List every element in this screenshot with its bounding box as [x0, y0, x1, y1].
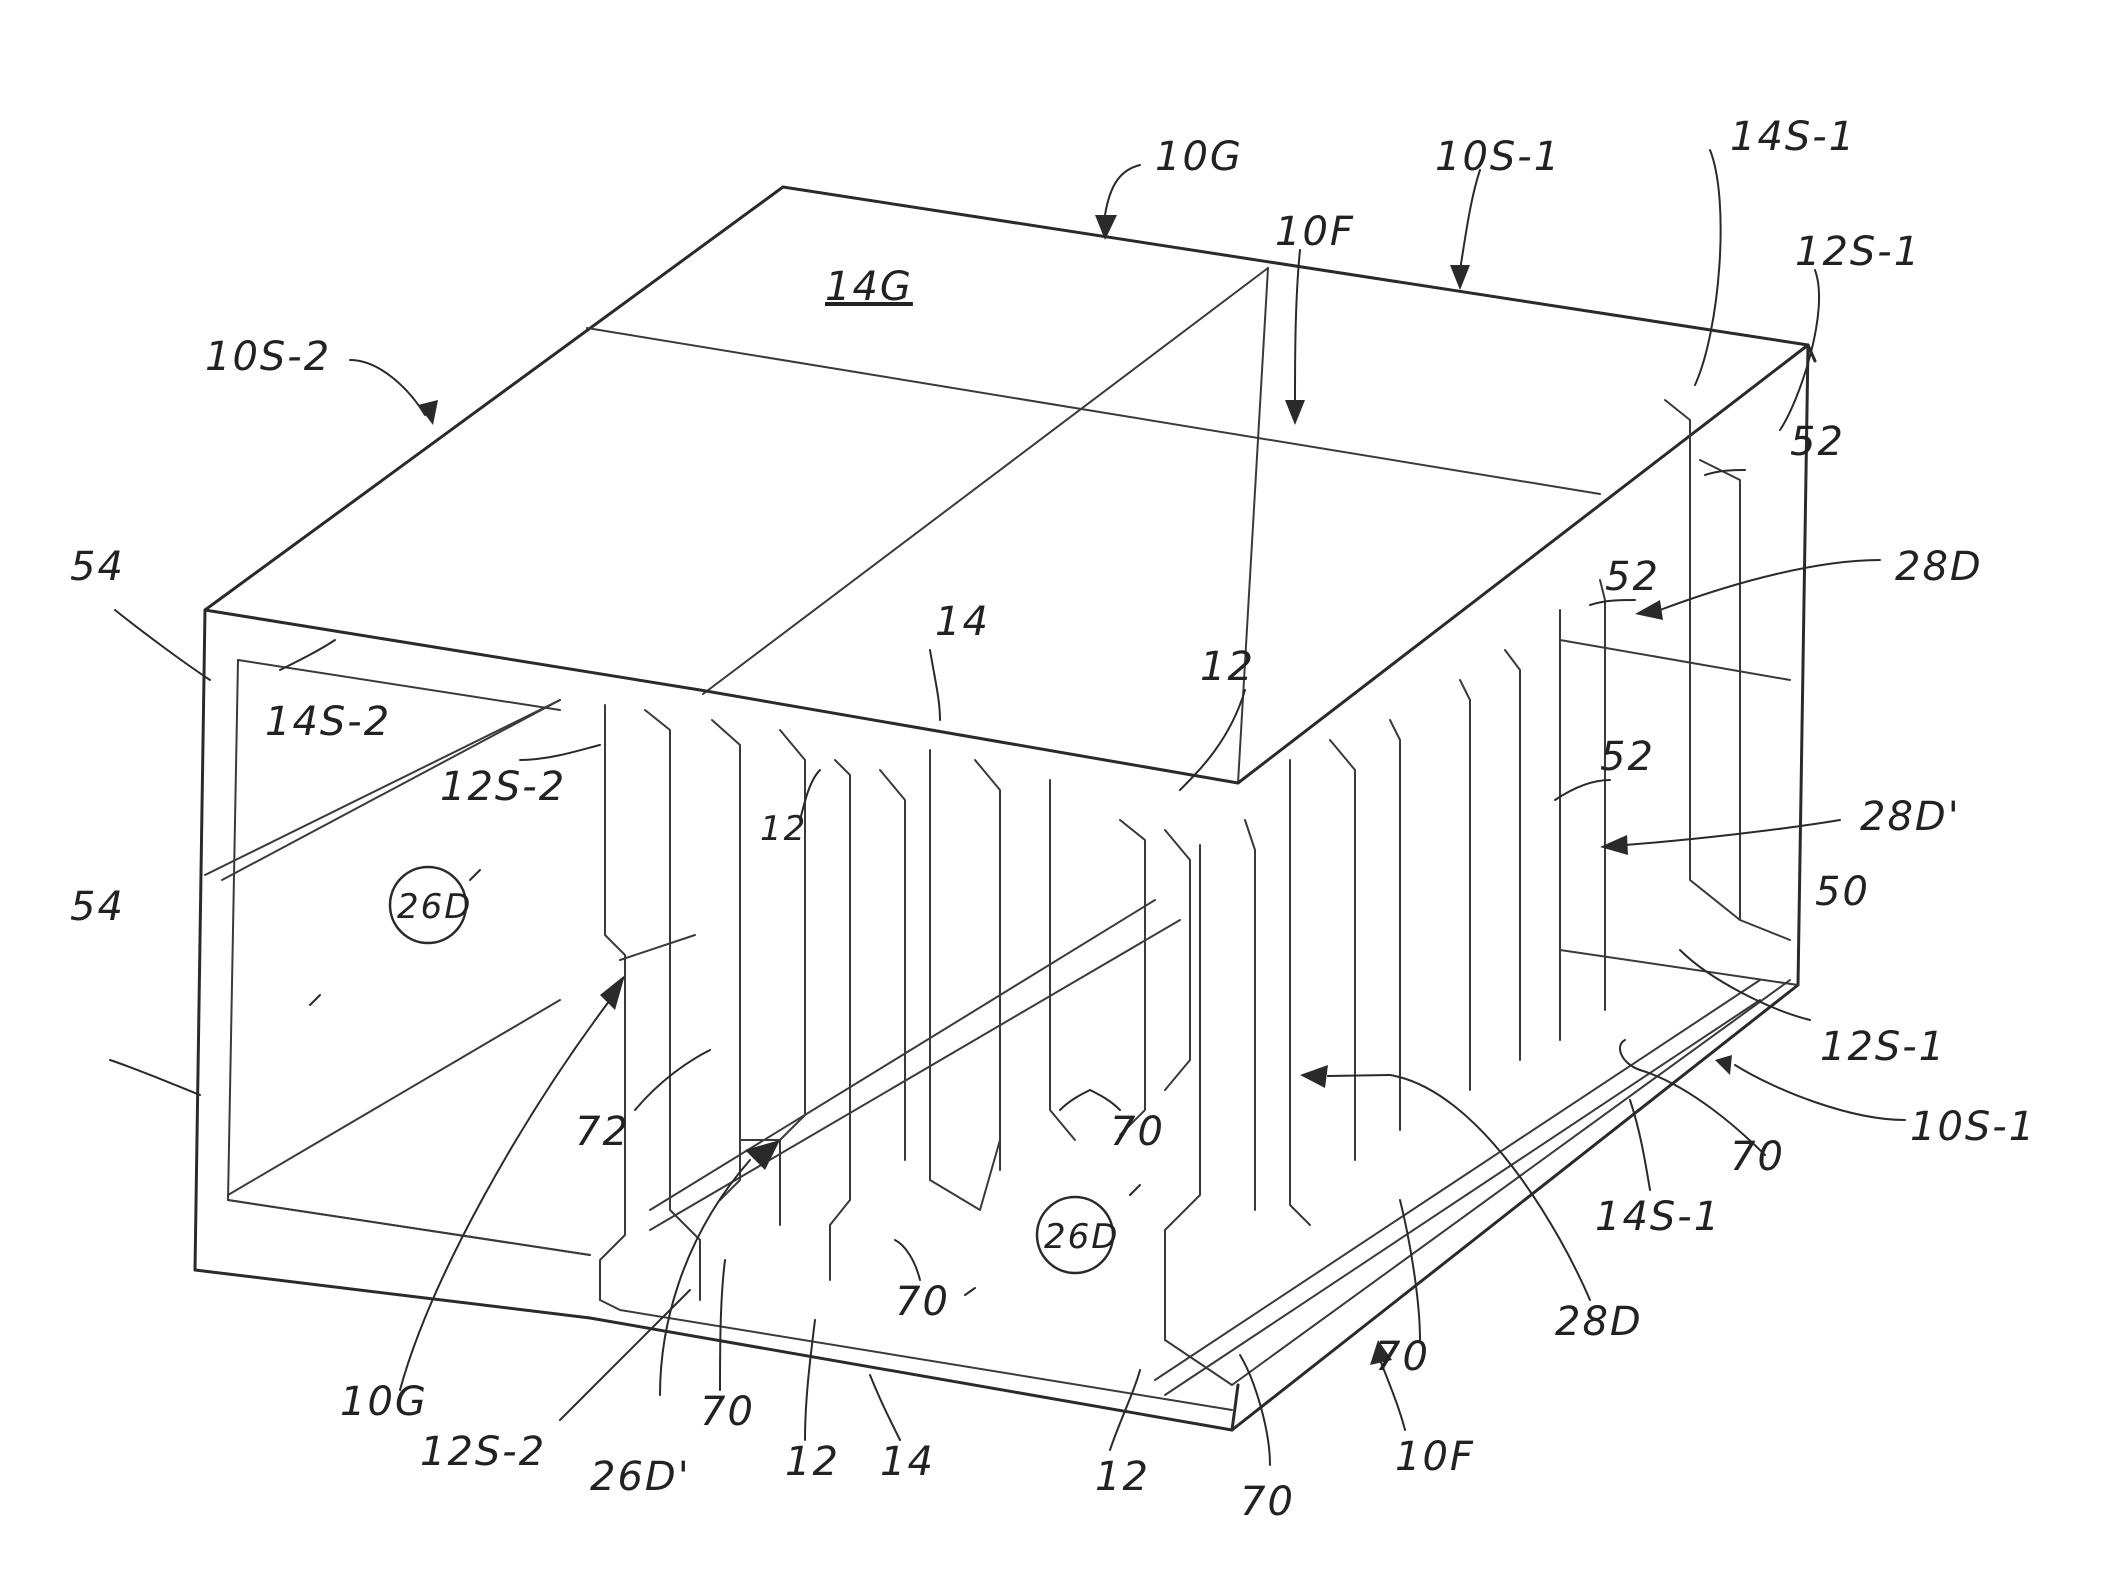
label-70-c: 70	[1375, 1334, 1430, 1380]
label-10f-bottom: 10F	[1395, 1434, 1475, 1480]
label-54-lower: 54	[70, 884, 125, 930]
reference-labels: 10G 10F 10S-1 14S-1 12S-1 14G 10S-2 54 5…	[70, 114, 2036, 1525]
label-26d-circled-bottom: 26D	[1044, 1217, 1119, 1257]
label-26d-circled-left: 26D	[397, 887, 472, 927]
label-14-bottom: 14	[880, 1439, 935, 1485]
label-72: 72	[575, 1109, 630, 1155]
label-10s2: 10S-2	[205, 334, 331, 380]
label-50: 50	[1815, 869, 1870, 915]
circled-label-26d-bottom: 26D	[965, 1185, 1140, 1295]
label-12s2: 12S-2	[440, 764, 566, 810]
label-70-d: 70	[1240, 1479, 1295, 1525]
label-14s1-top: 14S-1	[1730, 114, 1856, 160]
label-12-center-left: 12	[760, 809, 807, 849]
label-10g-bottom: 10G	[340, 1379, 428, 1425]
leaders	[110, 150, 1905, 1465]
label-12-center-right: 12	[1200, 644, 1255, 690]
label-10g-top: 10G	[1155, 134, 1243, 180]
label-12s1-right: 12S-1	[1820, 1024, 1946, 1070]
label-12-bottom-a: 12	[785, 1439, 840, 1485]
label-10f-top: 10F	[1275, 209, 1355, 255]
circled-label-26d-left: 26D	[310, 867, 480, 1005]
box-outline	[195, 187, 1815, 1430]
label-52-lower: 52	[1600, 734, 1655, 780]
label-52-mid: 52	[1605, 554, 1660, 600]
label-52-top: 52	[1790, 419, 1845, 465]
label-14s1-right: 14S-1	[1595, 1194, 1721, 1240]
label-28d-lower: 28D	[1555, 1299, 1643, 1345]
label-12s2-bottom: 12S-2	[420, 1429, 546, 1475]
label-14-center: 14	[935, 599, 990, 645]
left-end-panel	[205, 660, 590, 1255]
label-10s1-top: 10S-1	[1435, 134, 1561, 180]
label-12s1-top: 12S-1	[1795, 229, 1921, 275]
label-70-right: 70	[1730, 1134, 1785, 1180]
label-12-bottom-b: 12	[1095, 1454, 1150, 1500]
label-70-e: 70	[700, 1389, 755, 1435]
label-28d-prime: 28D'	[1860, 794, 1961, 840]
label-28d: 28D	[1895, 544, 1983, 590]
label-70-b: 70	[895, 1279, 950, 1325]
label-14s2: 14S-2	[265, 699, 391, 745]
label-14g: 14G	[825, 264, 913, 310]
label-10s1-right: 10S-1	[1910, 1104, 2036, 1150]
label-26d-prime: 26D'	[590, 1454, 691, 1500]
label-54-top: 54	[70, 544, 125, 590]
label-70-a: 70	[1110, 1109, 1165, 1155]
